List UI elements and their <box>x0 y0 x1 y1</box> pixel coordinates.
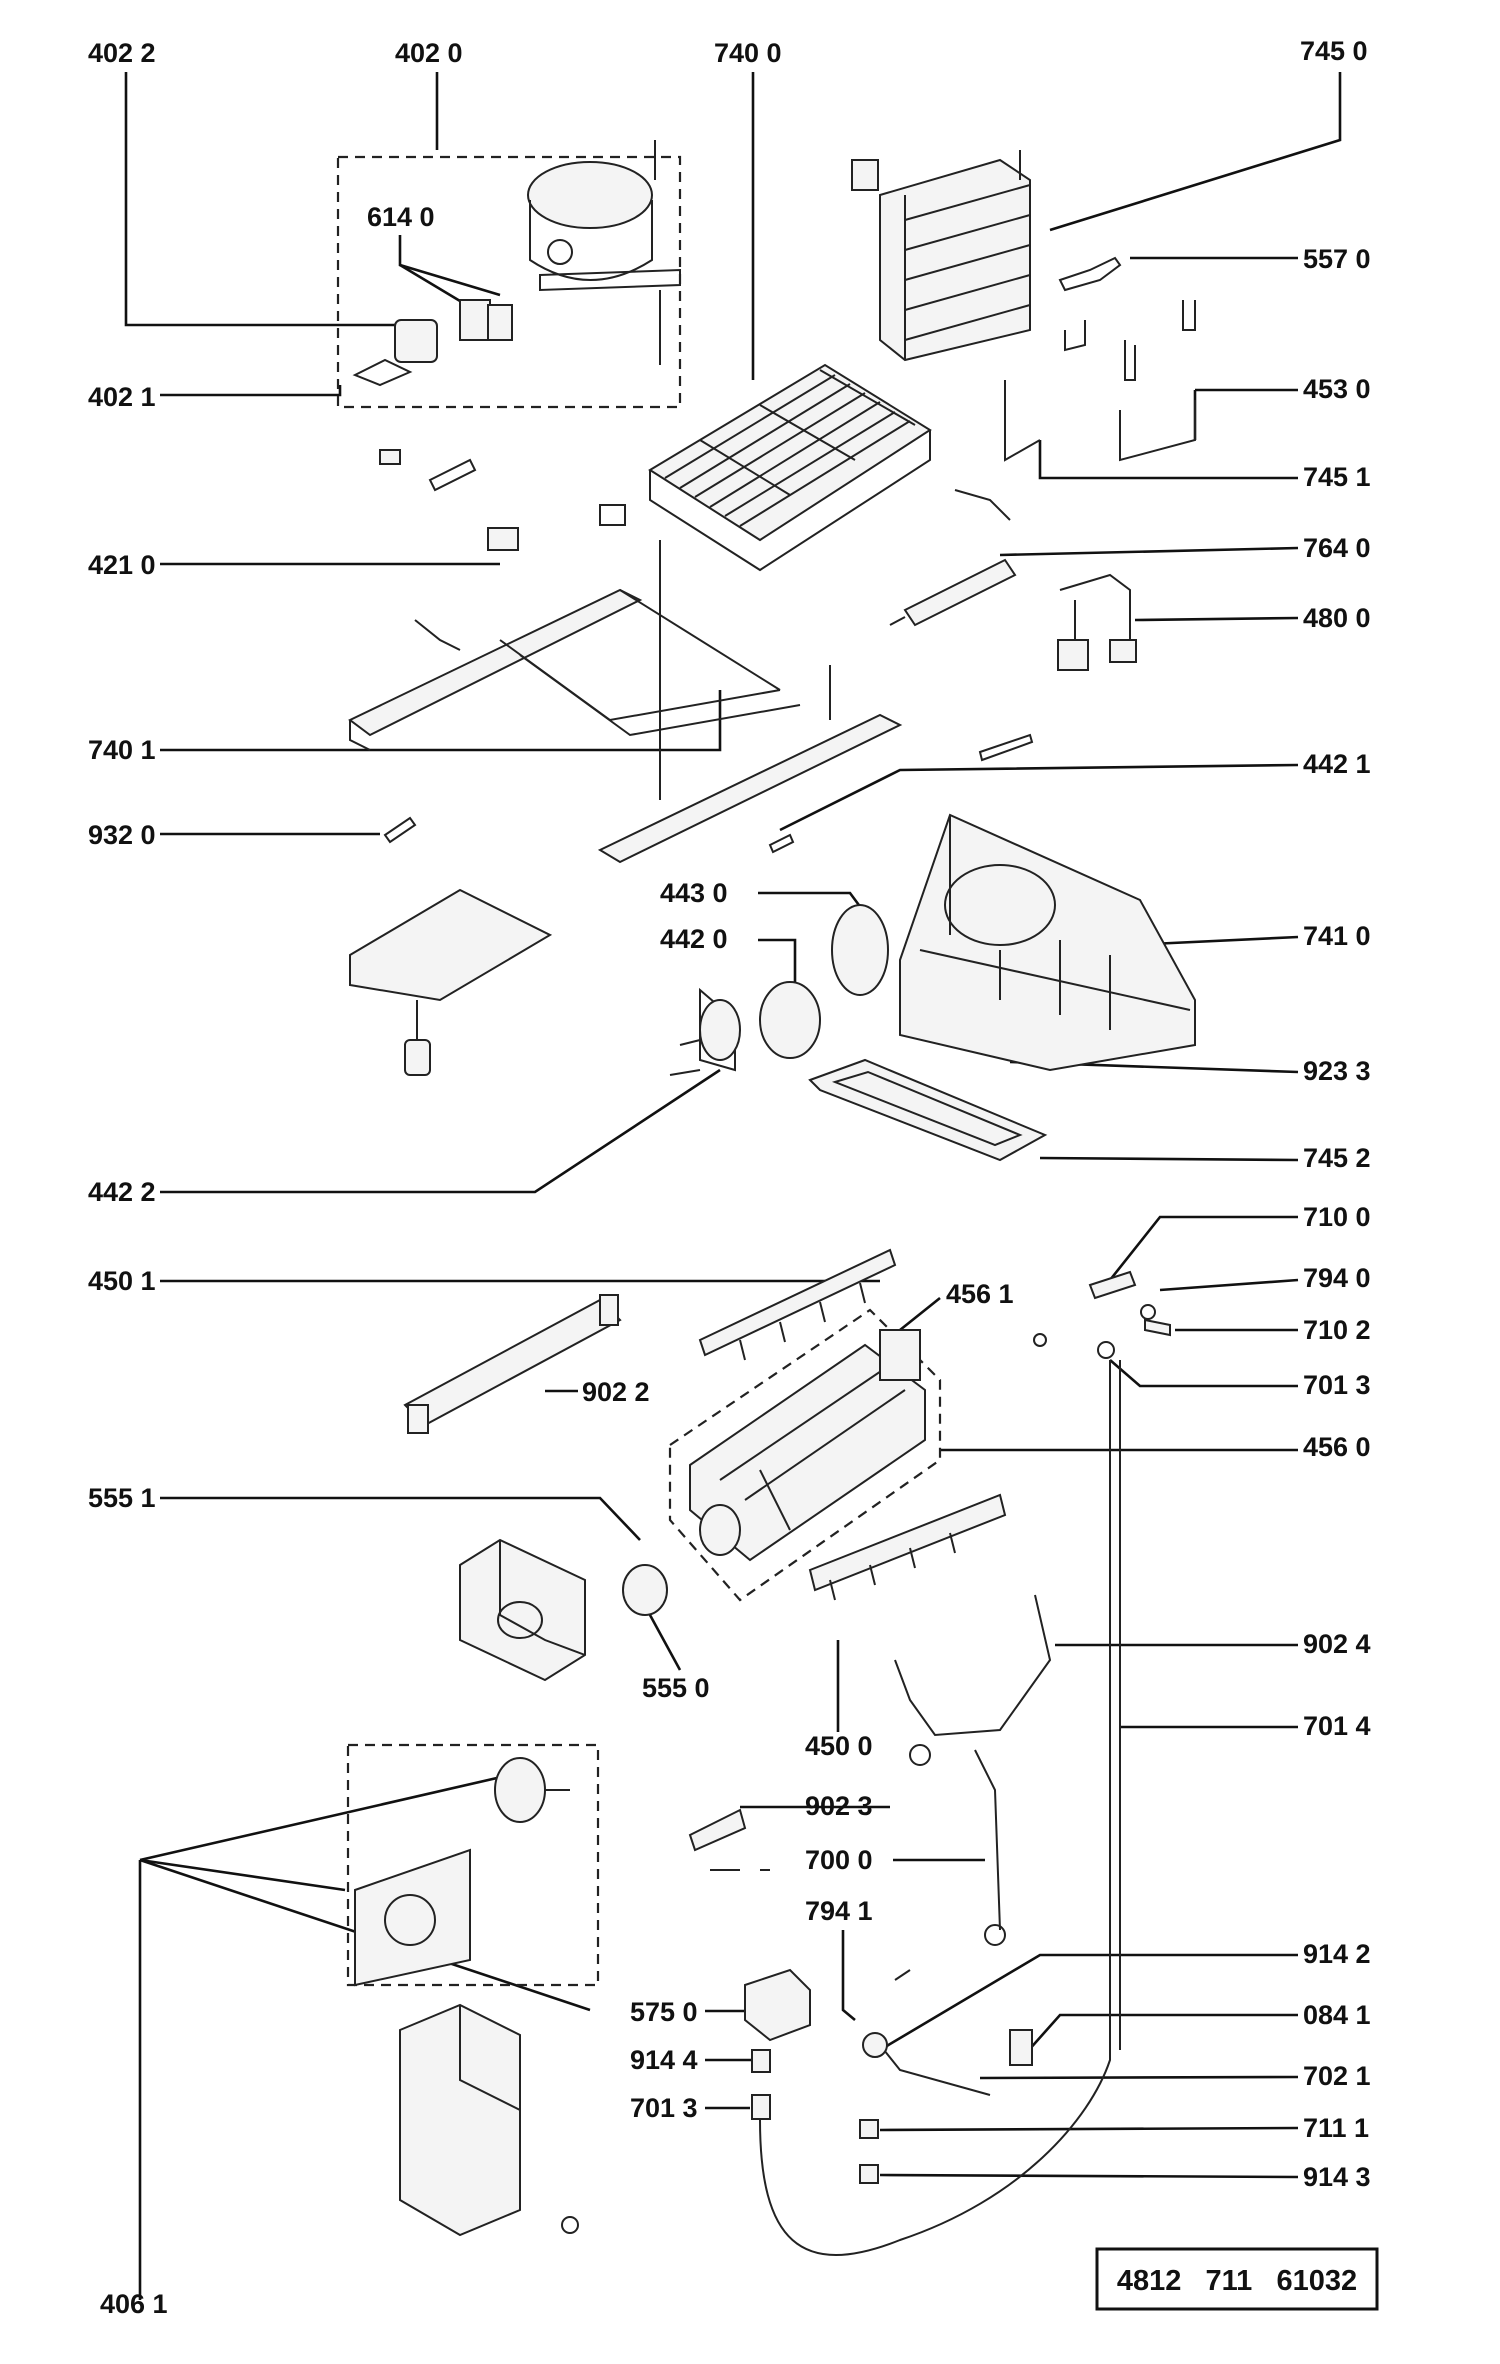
label-745-2: 745 2 <box>1303 1143 1371 1173</box>
water-valve-and-tubing <box>744 1360 1121 2256</box>
motor-module <box>346 1743 600 1987</box>
label-745-0: 745 0 <box>1300 36 1368 66</box>
condenser-unit <box>851 150 1031 362</box>
fill-tube-fittings <box>1033 1270 1171 1359</box>
starter-relay <box>352 299 513 387</box>
label-456-1: 456 1 <box>946 1279 1014 1309</box>
valve-fittings <box>859 1969 1033 2184</box>
label-084-1: 084 1 <box>1303 2000 1371 2030</box>
label-701-4: 701 4 <box>1303 1711 1371 1741</box>
stripper-plate <box>808 1493 1007 1601</box>
label-740-1: 740 1 <box>88 735 156 765</box>
heater-wire <box>403 1294 622 1434</box>
compressor-assembly <box>336 140 682 409</box>
evaporator-coil <box>648 363 932 572</box>
label-450-0: 450 0 <box>805 1731 873 1761</box>
label-443-0: 443 0 <box>660 878 728 908</box>
callout-labels: 402 2 402 0 740 0 745 0 614 0 557 0 402 … <box>88 36 1371 2319</box>
label-555-1: 555 1 <box>88 1483 156 1513</box>
end-cover <box>399 2003 579 2237</box>
label-932-0: 932 0 <box>88 820 156 850</box>
label-456-0: 456 0 <box>1303 1432 1371 1462</box>
ice-maker-assembly <box>668 1308 942 1602</box>
label-923-3: 923 3 <box>1303 1056 1371 1086</box>
label-450-1: 450 1 <box>88 1266 156 1296</box>
label-701-3a: 701 3 <box>1303 1370 1371 1400</box>
label-764-0: 764 0 <box>1303 533 1371 563</box>
wire-harness <box>1057 573 1137 671</box>
label-794-0: 794 0 <box>1303 1263 1371 1293</box>
filter-drier <box>889 558 1017 627</box>
label-914-2: 914 2 <box>1303 1939 1371 1969</box>
fan-housing <box>899 813 1196 1072</box>
label-402-2: 402 2 <box>88 38 156 68</box>
label-914-3: 914 3 <box>1303 2162 1371 2192</box>
mold-heater <box>894 1594 1052 1737</box>
label-710-0: 710 0 <box>1303 1202 1371 1232</box>
label-701-3b: 701 3 <box>630 2093 698 2123</box>
label-402-1: 402 1 <box>88 382 156 412</box>
frame-fasteners <box>379 449 1034 854</box>
label-575-0: 575 0 <box>630 1997 698 2027</box>
label-480-0: 480 0 <box>1303 603 1371 633</box>
fan-motor-assembly <box>669 904 889 1076</box>
label-453-0: 453 0 <box>1303 374 1371 404</box>
leader-lines <box>124 72 1342 2300</box>
label-402-0: 402 0 <box>395 38 463 68</box>
label-902-4: 902 4 <box>1303 1629 1371 1659</box>
label-741-0: 741 0 <box>1303 921 1371 951</box>
base-frame <box>348 540 903 864</box>
label-914-4: 914 4 <box>630 2045 698 2075</box>
label-902-2: 902 2 <box>582 1377 650 1407</box>
label-442-1: 442 1 <box>1303 749 1371 779</box>
label-700-0: 700 0 <box>805 1845 873 1875</box>
label-421-0: 421 0 <box>88 550 156 580</box>
label-745-1: 745 1 <box>1303 462 1371 492</box>
document-number-box: 4812 711 61032 <box>1095 2247 1379 2311</box>
label-442-2: 442 2 <box>88 1177 156 1207</box>
label-555-0: 555 0 <box>642 1673 710 1703</box>
label-702-1: 702 1 <box>1303 2061 1371 2091</box>
control-housing <box>459 1538 668 1682</box>
drip-tray <box>808 1058 1048 1162</box>
ejector-bar <box>698 1248 897 1361</box>
document-number: 4812 711 61032 <box>1117 2265 1357 2297</box>
label-406-1: 406 1 <box>100 2289 168 2319</box>
label-794-1: 794 1 <box>805 1896 873 1926</box>
label-740-0: 740 0 <box>714 38 782 68</box>
label-442-0: 442 0 <box>660 924 728 954</box>
label-557-0: 557 0 <box>1303 244 1371 274</box>
label-614-0: 614 0 <box>367 202 435 232</box>
cover-plate <box>349 888 553 1076</box>
thermostat-parts <box>954 256 1196 521</box>
label-711-1: 711 1 <box>1303 2113 1369 2143</box>
label-710-2: 710 2 <box>1303 1315 1371 1345</box>
mounting-clip <box>688 1808 770 1871</box>
